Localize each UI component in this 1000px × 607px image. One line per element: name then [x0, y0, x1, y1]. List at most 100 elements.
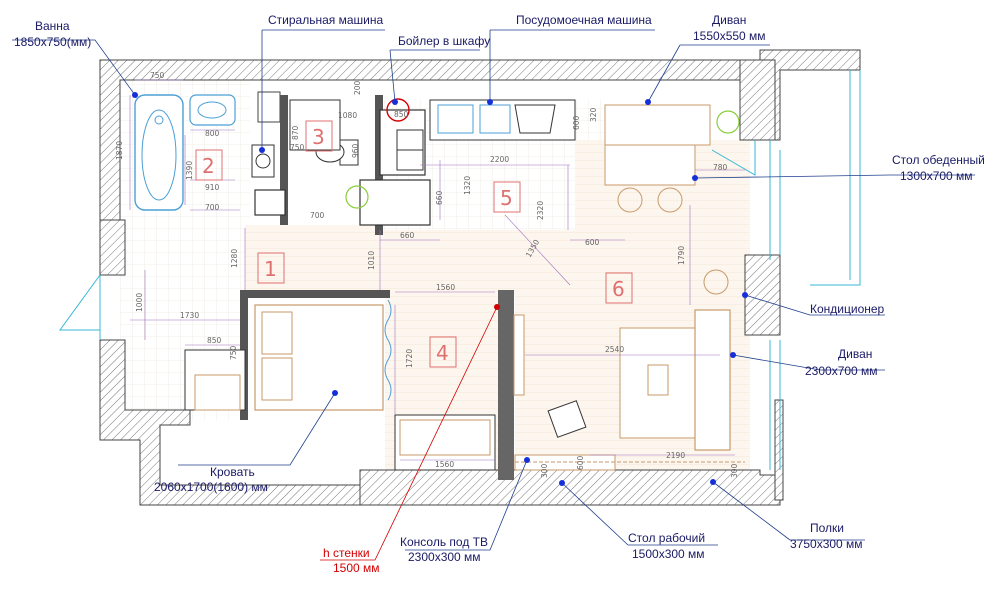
work-desk-label: Стол рабочий: [628, 531, 705, 545]
wall-right-pillar: [744, 254, 781, 336]
wall-height-size: 1500 мм: [333, 561, 380, 575]
washing-machine: [251, 144, 275, 178]
window-balcony: [810, 70, 861, 286]
chair: [617, 187, 643, 213]
dim-label: 1560: [436, 283, 455, 292]
room-number: 3: [312, 125, 325, 149]
dim-label: 1080: [338, 111, 357, 120]
office-chair: [547, 400, 587, 438]
dim-label: 750: [150, 71, 165, 80]
wardrobe-block: [359, 179, 431, 226]
conditioner-unit: [703, 269, 729, 295]
door-entrance: [59, 274, 101, 340]
bath-size: 1850х750(мм): [14, 35, 91, 49]
dim-label: 1320: [463, 176, 472, 195]
dining-table: [604, 144, 696, 186]
boiler: [386, 98, 410, 122]
bath-label: Ванна: [35, 19, 70, 33]
dim-label: 600: [572, 115, 581, 130]
chair: [657, 187, 683, 213]
dim-label: 960: [351, 143, 360, 158]
room-number: 1: [264, 257, 277, 281]
half-wall: [498, 290, 514, 480]
hall-wardrobe: [194, 374, 241, 411]
curtain: [384, 299, 392, 401]
washer-label: Стиральная машина: [268, 13, 383, 27]
sofa-small: [604, 104, 711, 146]
cabinet-small: [254, 189, 286, 216]
dim-label: 320: [589, 107, 598, 122]
interior-wall-wc: [375, 95, 383, 235]
dim-label: 600: [585, 238, 600, 247]
oven: [396, 129, 424, 151]
sofa-big-label: Диван: [838, 347, 872, 361]
bedroom-wardrobe: [399, 419, 491, 456]
plant-icon: [345, 185, 369, 209]
sofa-small-label: Диван: [712, 13, 746, 27]
tv-console-label: Консоль под ТВ: [400, 535, 488, 549]
dim-label: 1000: [135, 293, 144, 312]
shelves-size: 3750х300 мм: [790, 537, 863, 551]
dim-label: 1720: [405, 349, 414, 368]
furniture: [134, 94, 745, 471]
room-number: 2: [202, 154, 215, 178]
dim-label: 660: [400, 231, 415, 240]
dim-label: 2200: [490, 155, 509, 164]
dim-label: 910: [205, 183, 220, 192]
leader-lines: [12, 29, 975, 561]
tv-console-size: 2300х300 мм: [408, 550, 481, 564]
dim-label: 2540: [605, 345, 624, 354]
dim-label: 300: [540, 463, 549, 478]
windows: [59, 70, 861, 470]
room-number: 6: [612, 277, 625, 301]
wall-right-upper: [739, 59, 776, 141]
sofa-big: [694, 309, 731, 451]
dim-label: 850: [394, 110, 409, 119]
dim-label: 850: [207, 336, 222, 345]
kitchen-sink: [437, 104, 474, 134]
dim-label: 1010: [367, 251, 376, 270]
interior-wall-bath: [280, 95, 288, 225]
dishwasher-label: Посудомоечная машина: [516, 13, 652, 27]
outer-wall-left-lower: [99, 339, 361, 506]
wall-height-label: h стенки: [323, 546, 370, 560]
dining-table-label: Стол обеденный: [892, 153, 985, 167]
closet-bedroom: [394, 414, 496, 471]
pillow: [261, 357, 293, 401]
dim-label: 2190: [666, 451, 685, 460]
tv-console: [513, 314, 525, 396]
dim-label: 800: [205, 129, 220, 138]
dim-label: 1730: [180, 311, 199, 320]
dim-label: 780: [713, 163, 728, 172]
labels: Ванна 1850х750(мм) Стиральная машина Бой…: [14, 13, 985, 575]
dim-label: 1560: [435, 460, 454, 469]
rug: [619, 327, 696, 439]
room-number: 5: [500, 186, 513, 210]
interior-wall-bed: [240, 290, 390, 298]
dim-label: 1280: [230, 249, 239, 268]
pillow: [261, 311, 293, 355]
dimension-texts: 750 800 1870 1390 910 700 200 1080 870 7…: [115, 71, 739, 478]
dim-label: 660: [435, 190, 444, 205]
dim-label: 200: [353, 80, 362, 95]
sofa-big-size: 2300х700 мм: [805, 364, 878, 378]
door-balcony: [711, 140, 756, 176]
wall-left-mid: [99, 219, 126, 276]
sink: [189, 94, 236, 126]
window-right: [769, 140, 781, 260]
dim-label: 700: [205, 203, 220, 212]
dim-label: 750: [229, 345, 238, 360]
kitchen-counter: [429, 99, 576, 141]
room-number: 4: [436, 341, 449, 365]
dim-label: 600: [576, 455, 585, 470]
bed-size: 2060х1700(1600) мм: [154, 480, 268, 494]
dim-label: 1390: [185, 161, 194, 180]
dim-label: 2320: [536, 201, 545, 220]
shaft: [257, 91, 281, 123]
hood: [514, 104, 556, 134]
sofa-small-size: 1550х550 мм: [693, 29, 766, 43]
plant-icon: [716, 110, 740, 134]
shelves-label: Полки: [810, 521, 844, 535]
coffee-table: [647, 364, 669, 396]
